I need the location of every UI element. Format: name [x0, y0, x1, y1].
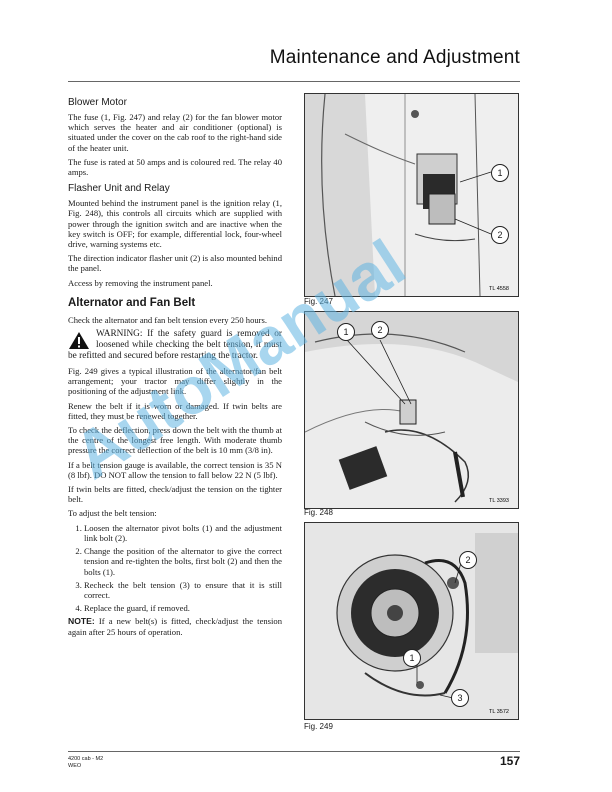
list-item: Loosen the alternator pivot bolts (1) an…: [84, 523, 282, 543]
figure-247-tl-label: TL 4558: [489, 286, 509, 292]
callout-1: 1: [403, 649, 421, 667]
text-column: Blower Motor The fuse (1, Fig. 247) and …: [68, 97, 282, 641]
callout-2: 2: [371, 321, 389, 339]
figure-249-caption: Fig. 249: [304, 722, 333, 731]
alternator-heading: Alternator and Fan Belt: [68, 296, 196, 309]
header-rule: [68, 81, 520, 82]
figure-247-caption: Fig. 247: [304, 297, 333, 306]
figure-248: TL 3393 1 2: [304, 311, 519, 509]
figure-247-illustration: TL 4558: [305, 94, 518, 296]
figure-248-illustration: TL 3393: [305, 312, 518, 508]
figure-248-tl-label: TL 3393: [489, 498, 509, 504]
blower-paragraph-1: The fuse (1, Fig. 247) and relay (2) for…: [68, 112, 282, 153]
flasher-paragraph-1: Mounted behind the instrument panel is t…: [68, 198, 282, 250]
page-number: 157: [499, 754, 520, 768]
footer-rule: [68, 751, 520, 752]
callout-2: 2: [491, 226, 509, 244]
blower-paragraph-2: The fuse is rated at 50 amps and is colo…: [68, 156, 282, 178]
alternator-lead: Check the alternator and fan belt tensio…: [68, 314, 268, 325]
flasher-heading: Flasher Unit and Relay: [68, 183, 170, 195]
footer-info: 4200 cab - M2 WEO: [68, 756, 103, 770]
alternator-paragraph-4: If a belt tension gauge is available, th…: [68, 459, 282, 480]
alternator-paragraph-5: If twin belts are fitted, check/adjust t…: [68, 484, 282, 505]
warning-block: WARNING: If the safety guard is removed …: [68, 329, 282, 362]
warning-icon: [69, 332, 89, 350]
alternator-paragraph-6: To adjust the belt tension:: [68, 508, 157, 519]
note-text: If a new belt(s) is fitted, check/adjust…: [68, 616, 282, 637]
alternator-paragraph-1: Fig. 249 gives a typical illustration of…: [68, 366, 282, 397]
figure-249-tl-label: TL 3572: [489, 709, 509, 715]
callout-1: 1: [491, 164, 509, 182]
flasher-paragraph-2: The direction indicator flasher unit (2)…: [68, 253, 282, 274]
alternator-paragraph-2: Renew the belt if it is worn or damaged.…: [68, 400, 282, 421]
adjustment-steps: Loosen the alternator pivot bolts (1) an…: [68, 523, 282, 614]
note-label: NOTE:: [68, 616, 95, 627]
figure-248-caption: Fig. 248: [304, 508, 333, 517]
callout-1: 1: [337, 323, 355, 341]
figure-247: TL 4558 1 2: [304, 93, 519, 297]
footer-code: WEO: [68, 763, 82, 769]
figure-249: TL 3572 2 1 3: [304, 522, 519, 720]
callout-3: 3: [451, 689, 469, 707]
footer-model: 4200 cab - M2: [68, 756, 104, 762]
page-title: Maintenance and Adjustment: [269, 47, 520, 68]
callout-2: 2: [459, 551, 477, 569]
list-item: Replace the guard, if removed.: [84, 603, 282, 613]
alternator-paragraph-3: To check the deflection, press down the …: [68, 425, 282, 456]
note: NOTE: If a new belt(s) is fitted, check/…: [68, 616, 282, 636]
warning-text: WARNING: If the safety guard is removed …: [68, 329, 282, 362]
figure-249-illustration: TL 3572: [305, 523, 518, 719]
flasher-paragraph-3: Access by removing the instrument panel.: [68, 277, 213, 288]
list-item: Recheck the belt tension (3) to ensure t…: [84, 580, 282, 600]
list-item: Change the position of the alternator to…: [84, 546, 282, 577]
blower-motor-heading: Blower Motor: [68, 97, 127, 108]
